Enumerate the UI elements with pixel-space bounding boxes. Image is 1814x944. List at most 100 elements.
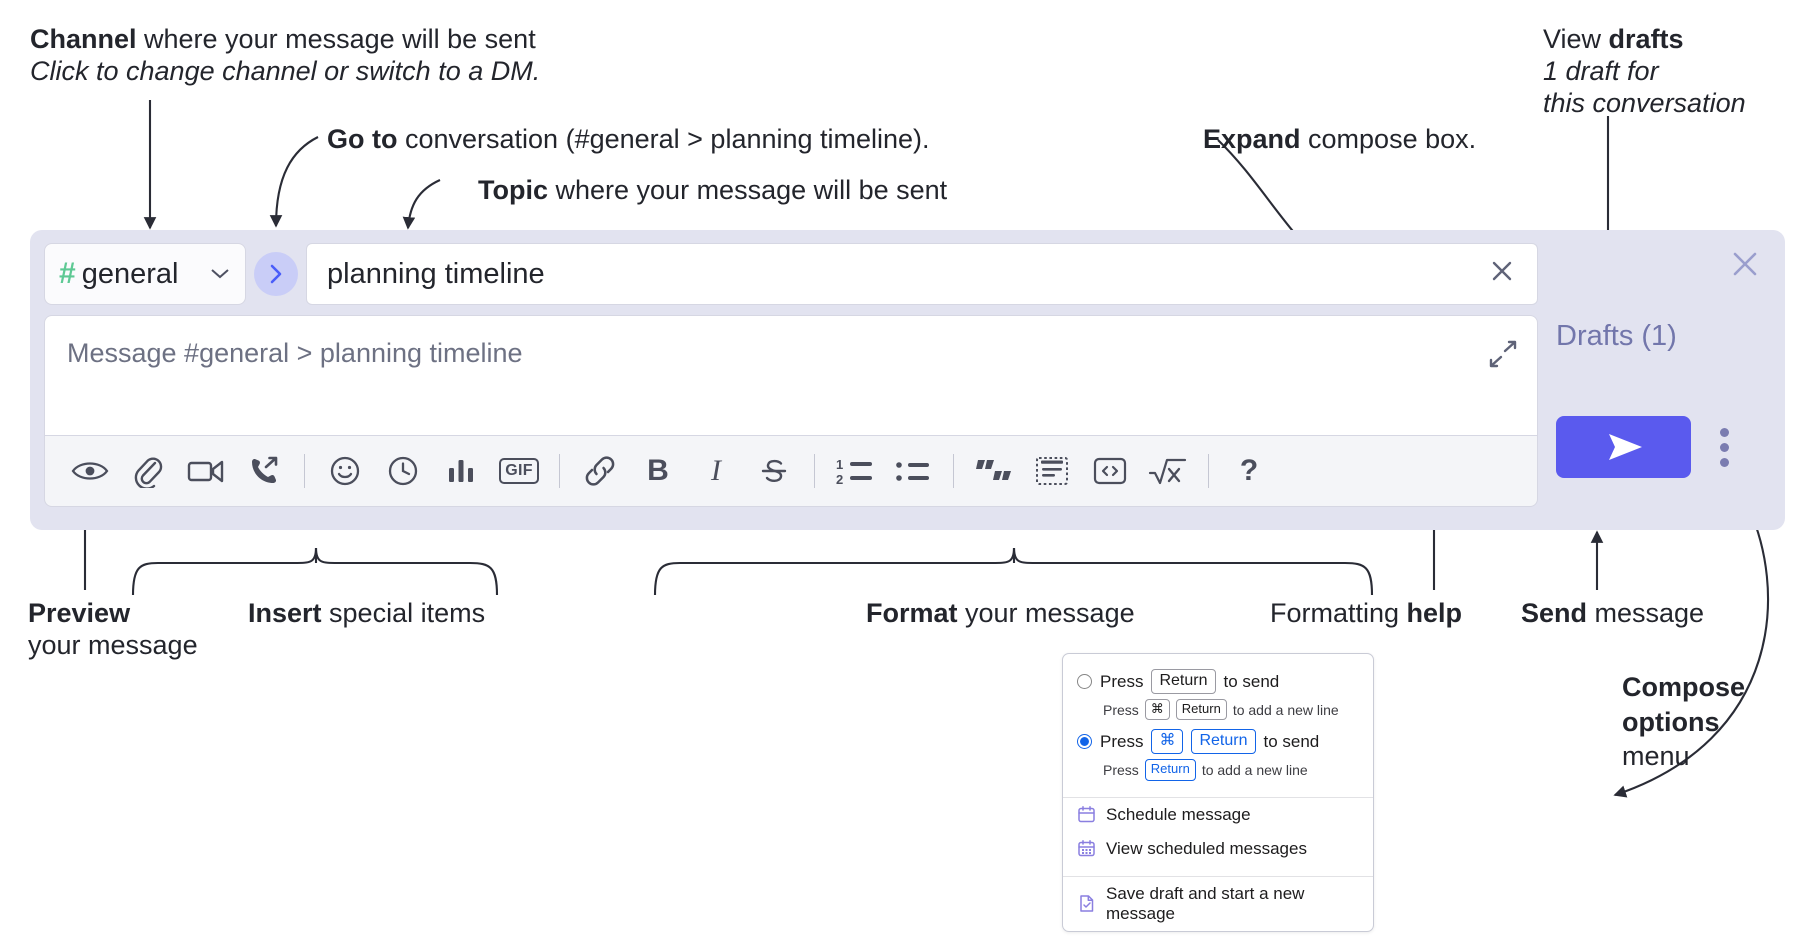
option2-sub-tail: to add a new line bbox=[1201, 761, 1308, 778]
annotation-compose-options-rest: menu bbox=[1622, 741, 1690, 772]
emoji-icon[interactable] bbox=[323, 449, 367, 493]
annotation-send-rest: message bbox=[1587, 598, 1705, 628]
hash-icon: # bbox=[59, 257, 76, 290]
vertical-dots-icon bbox=[1719, 442, 1729, 452]
annotation-help-bold: help bbox=[1406, 598, 1463, 628]
message-placeholder: Message #general > planning timeline bbox=[67, 338, 523, 368]
menu-option-cmd-return-sub: Press Return to add a new line bbox=[1063, 757, 1373, 786]
chevron-down-icon bbox=[209, 263, 231, 286]
toolbar-separator bbox=[1208, 454, 1209, 488]
option1-tail: to send bbox=[1223, 671, 1280, 691]
menu-item-save-draft[interactable]: Save draft and start a new message bbox=[1063, 877, 1373, 931]
italic-label: I bbox=[711, 454, 721, 487]
annotation-expand-rest: compose box. bbox=[1300, 124, 1477, 154]
drafts-link[interactable]: Drafts (1) bbox=[1556, 320, 1677, 352]
annotation-channel: Channel where your message will be sent … bbox=[30, 24, 540, 88]
gif-icon[interactable]: GIF bbox=[497, 449, 541, 493]
compose-side-area: Drafts (1) bbox=[1542, 230, 1785, 530]
bulleted-list-icon[interactable] bbox=[891, 449, 935, 493]
calendar-clock-icon bbox=[1077, 805, 1096, 824]
annotation-drafts: View drafts 1 draft for this conversatio… bbox=[1543, 24, 1746, 120]
toolbar-separator bbox=[953, 454, 954, 488]
help-icon[interactable]: ? bbox=[1227, 449, 1271, 493]
annotation-drafts-lead: View bbox=[1543, 24, 1609, 54]
annotation-send-bold: Send bbox=[1521, 598, 1588, 628]
document-check-icon bbox=[1077, 894, 1096, 913]
annotation-send: Send message bbox=[1521, 598, 1704, 630]
italic-icon[interactable]: I bbox=[694, 449, 738, 493]
option2-press: Press bbox=[1100, 731, 1144, 751]
bold-icon[interactable]: B bbox=[636, 449, 680, 493]
code-icon[interactable] bbox=[1088, 449, 1132, 493]
svg-text:1: 1 bbox=[836, 457, 843, 472]
option1-press: Press bbox=[1100, 671, 1144, 691]
attachment-icon[interactable] bbox=[126, 449, 170, 493]
close-icon[interactable] bbox=[1729, 248, 1761, 285]
menu-option-return-to-send[interactable]: Press Return to send bbox=[1063, 666, 1373, 697]
close-icon[interactable] bbox=[1483, 256, 1521, 292]
clock-icon[interactable] bbox=[381, 449, 425, 493]
annotation-channel-bold: Channel bbox=[30, 24, 137, 54]
ordered-list-icon[interactable]: 1 2 bbox=[833, 449, 877, 493]
key-command: ⌘ bbox=[1151, 729, 1184, 755]
audio-call-icon[interactable] bbox=[242, 449, 286, 493]
radio-button-selected[interactable] bbox=[1077, 734, 1092, 750]
annotation-channel-sub: Click to change channel or switch to a D… bbox=[30, 55, 541, 86]
menu-item-schedule-message[interactable]: Schedule message bbox=[1063, 798, 1373, 832]
annotation-help: Formatting help bbox=[1270, 598, 1462, 630]
menu-item-view-scheduled-messages[interactable]: View scheduled messages bbox=[1063, 832, 1373, 866]
annotation-preview-sub: your message bbox=[28, 629, 198, 660]
menu-item-label: Save draft and start a new message bbox=[1106, 883, 1305, 923]
option2-tail: to send bbox=[1263, 731, 1320, 751]
compose-options-button[interactable] bbox=[1710, 422, 1738, 472]
toolbar-separator bbox=[559, 454, 560, 488]
menu-item-label: Schedule message bbox=[1106, 804, 1251, 824]
chevron-right-icon bbox=[270, 264, 282, 284]
annotation-insert-bold: Insert bbox=[248, 598, 322, 628]
option2-sub-press: Press bbox=[1103, 761, 1139, 778]
topic-input[interactable]: planning timeline bbox=[306, 243, 1538, 305]
help-label: ? bbox=[1239, 454, 1259, 487]
preview-icon[interactable] bbox=[68, 449, 112, 493]
annotation-topic-bold: Topic bbox=[478, 175, 548, 205]
expand-diagonal-icon[interactable] bbox=[1487, 338, 1519, 375]
video-icon[interactable] bbox=[184, 449, 228, 493]
link-icon[interactable] bbox=[578, 449, 622, 493]
compose-header-row: # general planning timeline bbox=[44, 243, 1538, 305]
annotation-channel-rest: where your message will be sent bbox=[136, 24, 536, 54]
annotation-goto-bold: Go to bbox=[327, 124, 398, 154]
compose-main-area: # general planning timeline M bbox=[44, 243, 1538, 518]
gif-label: GIF bbox=[499, 458, 539, 484]
send-button[interactable] bbox=[1556, 416, 1691, 478]
code-block-icon[interactable] bbox=[1030, 449, 1074, 493]
annotation-insert: Insert special items bbox=[248, 598, 485, 630]
annotation-preview-bold: Preview bbox=[28, 598, 131, 628]
annotation-drafts-bold: drafts bbox=[1608, 24, 1684, 54]
annotation-goto-rest: conversation (#general > planning timeli… bbox=[397, 124, 930, 154]
toolbar-separator bbox=[814, 454, 815, 488]
annotation-compose-options-bold2: options bbox=[1622, 706, 1720, 737]
menu-divider bbox=[1063, 796, 1373, 798]
radio-button[interactable] bbox=[1077, 674, 1092, 689]
toolbar-separator bbox=[304, 454, 305, 488]
annotation-topic: Topic where your message will be sent bbox=[478, 175, 947, 207]
key-return: Return bbox=[1191, 729, 1256, 755]
annotation-insert-rest: special items bbox=[321, 598, 486, 628]
annotation-compose-options: Compose options menu bbox=[1622, 670, 1745, 774]
vertical-dots-icon bbox=[1719, 427, 1729, 437]
poll-icon[interactable] bbox=[439, 449, 483, 493]
channel-name-label: general bbox=[81, 257, 179, 290]
vertical-dots-icon bbox=[1719, 457, 1729, 467]
math-icon[interactable] bbox=[1146, 449, 1190, 493]
option1-sub-tail: to add a new line bbox=[1232, 701, 1339, 718]
channel-selector[interactable]: # general bbox=[44, 243, 246, 305]
message-input[interactable]: Message #general > planning timeline bbox=[44, 315, 1538, 435]
bold-label: B bbox=[647, 454, 669, 487]
menu-option-cmd-return-to-send[interactable]: Press ⌘ Return to send bbox=[1063, 726, 1373, 757]
blockquote-icon[interactable] bbox=[972, 449, 1016, 493]
key-command: ⌘ bbox=[1144, 699, 1170, 721]
strikethrough-icon[interactable] bbox=[752, 449, 796, 493]
go-to-conversation-button[interactable] bbox=[254, 252, 298, 296]
compose-options-menu: Press Return to send Press ⌘ Return to a… bbox=[1062, 653, 1374, 932]
